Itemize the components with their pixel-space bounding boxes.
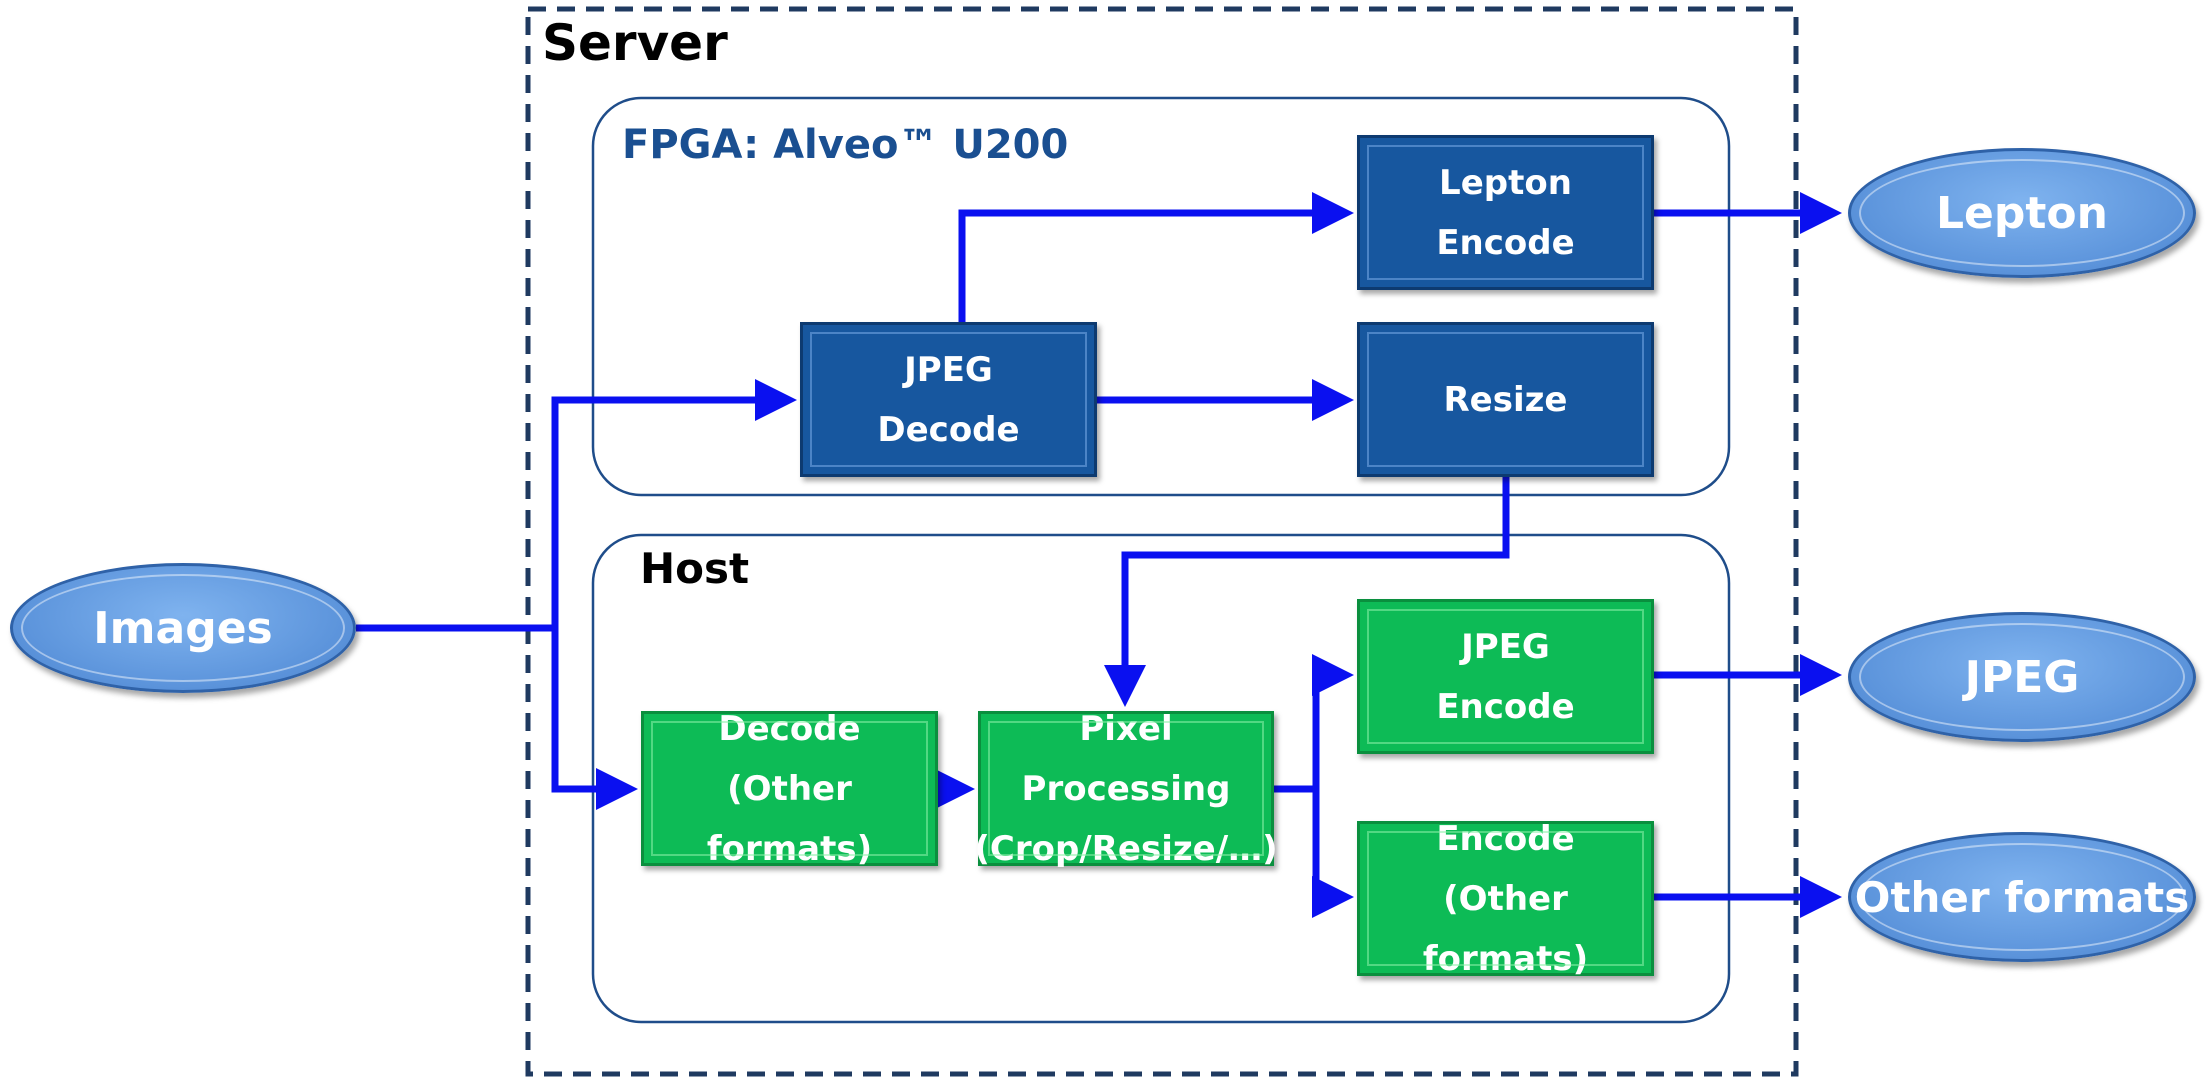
- jpeg-decode-block[interactable]: JPEG Decode: [800, 322, 1097, 477]
- jpeg-encode-line2: Encode: [1436, 686, 1575, 727]
- lepton-label: Lepton: [1936, 187, 2108, 239]
- host-container: [591, 533, 1731, 1024]
- jpeg-encode-line1: JPEG: [1461, 626, 1550, 667]
- decode-other-block[interactable]: Decode (Other formats): [641, 709, 938, 869]
- server-frame: [525, 6, 1799, 1077]
- jpeg-terminal[interactable]: JPEG: [1848, 612, 2196, 742]
- pixel-processing-line1: Pixel Processing: [1021, 708, 1231, 809]
- lepton-encode-line1: Lepton: [1439, 162, 1572, 203]
- images-terminal[interactable]: Images: [10, 563, 356, 693]
- arrow-jpeg-decode-to-lepton-encode: [958, 192, 1354, 322]
- resize-block[interactable]: Resize: [1357, 322, 1654, 477]
- arrow-resize-to-pixel-processing: [1104, 477, 1510, 707]
- other-formats-terminal[interactable]: Other formats: [1848, 832, 2196, 962]
- pixel-processing-line2: (Crop/Resize/…): [974, 828, 1278, 869]
- lepton-terminal[interactable]: Lepton: [1848, 148, 2196, 278]
- jpeg-decode-line2: Decode: [877, 409, 1020, 450]
- encode-other-line2: (Other formats): [1422, 878, 1589, 979]
- pixel-processing-block[interactable]: Pixel Processing (Crop/Resize/…): [974, 709, 1277, 869]
- lepton-encode-block[interactable]: Lepton Encode: [1357, 135, 1654, 290]
- arrow-images-to-jpeg-decode: [356, 379, 797, 632]
- arrow-images-to-decode-other: [551, 628, 638, 810]
- host-label: Host: [640, 544, 750, 593]
- jpeg-decode-line1: JPEG: [904, 349, 993, 390]
- decode-other-line1: Decode: [718, 708, 861, 749]
- server-label: Server: [542, 14, 728, 72]
- jpeg-encode-block[interactable]: JPEG Encode: [1357, 599, 1654, 754]
- arrow-pixel-to-encode-other: [1312, 789, 1354, 918]
- decode-other-line2: (Other formats): [706, 768, 873, 869]
- encode-other-block[interactable]: Encode (Other formats): [1357, 819, 1654, 979]
- fpga-container: [591, 96, 1731, 497]
- arrow-pixel-to-jpeg-encode: [1274, 654, 1354, 793]
- images-label: Images: [93, 602, 273, 654]
- fpga-label: FPGA: Alveo™ U200: [622, 122, 1069, 168]
- resize-line1: Resize: [1443, 379, 1568, 420]
- other-formats-label: Other formats: [1854, 872, 2190, 922]
- lepton-encode-line2: Encode: [1436, 222, 1575, 263]
- encode-other-line1: Encode: [1436, 818, 1575, 859]
- jpeg-label: JPEG: [1964, 651, 2080, 703]
